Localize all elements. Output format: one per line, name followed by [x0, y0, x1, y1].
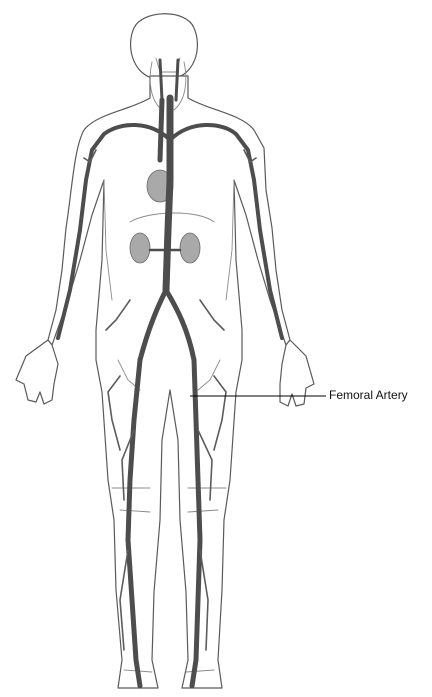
body-outline	[16, 14, 314, 688]
head-outline	[131, 14, 198, 78]
left-kidney	[180, 233, 200, 263]
femoral-artery-label: Femoral Artery	[329, 388, 408, 402]
right-kidney	[130, 233, 150, 263]
right-hand-outline	[16, 340, 58, 404]
